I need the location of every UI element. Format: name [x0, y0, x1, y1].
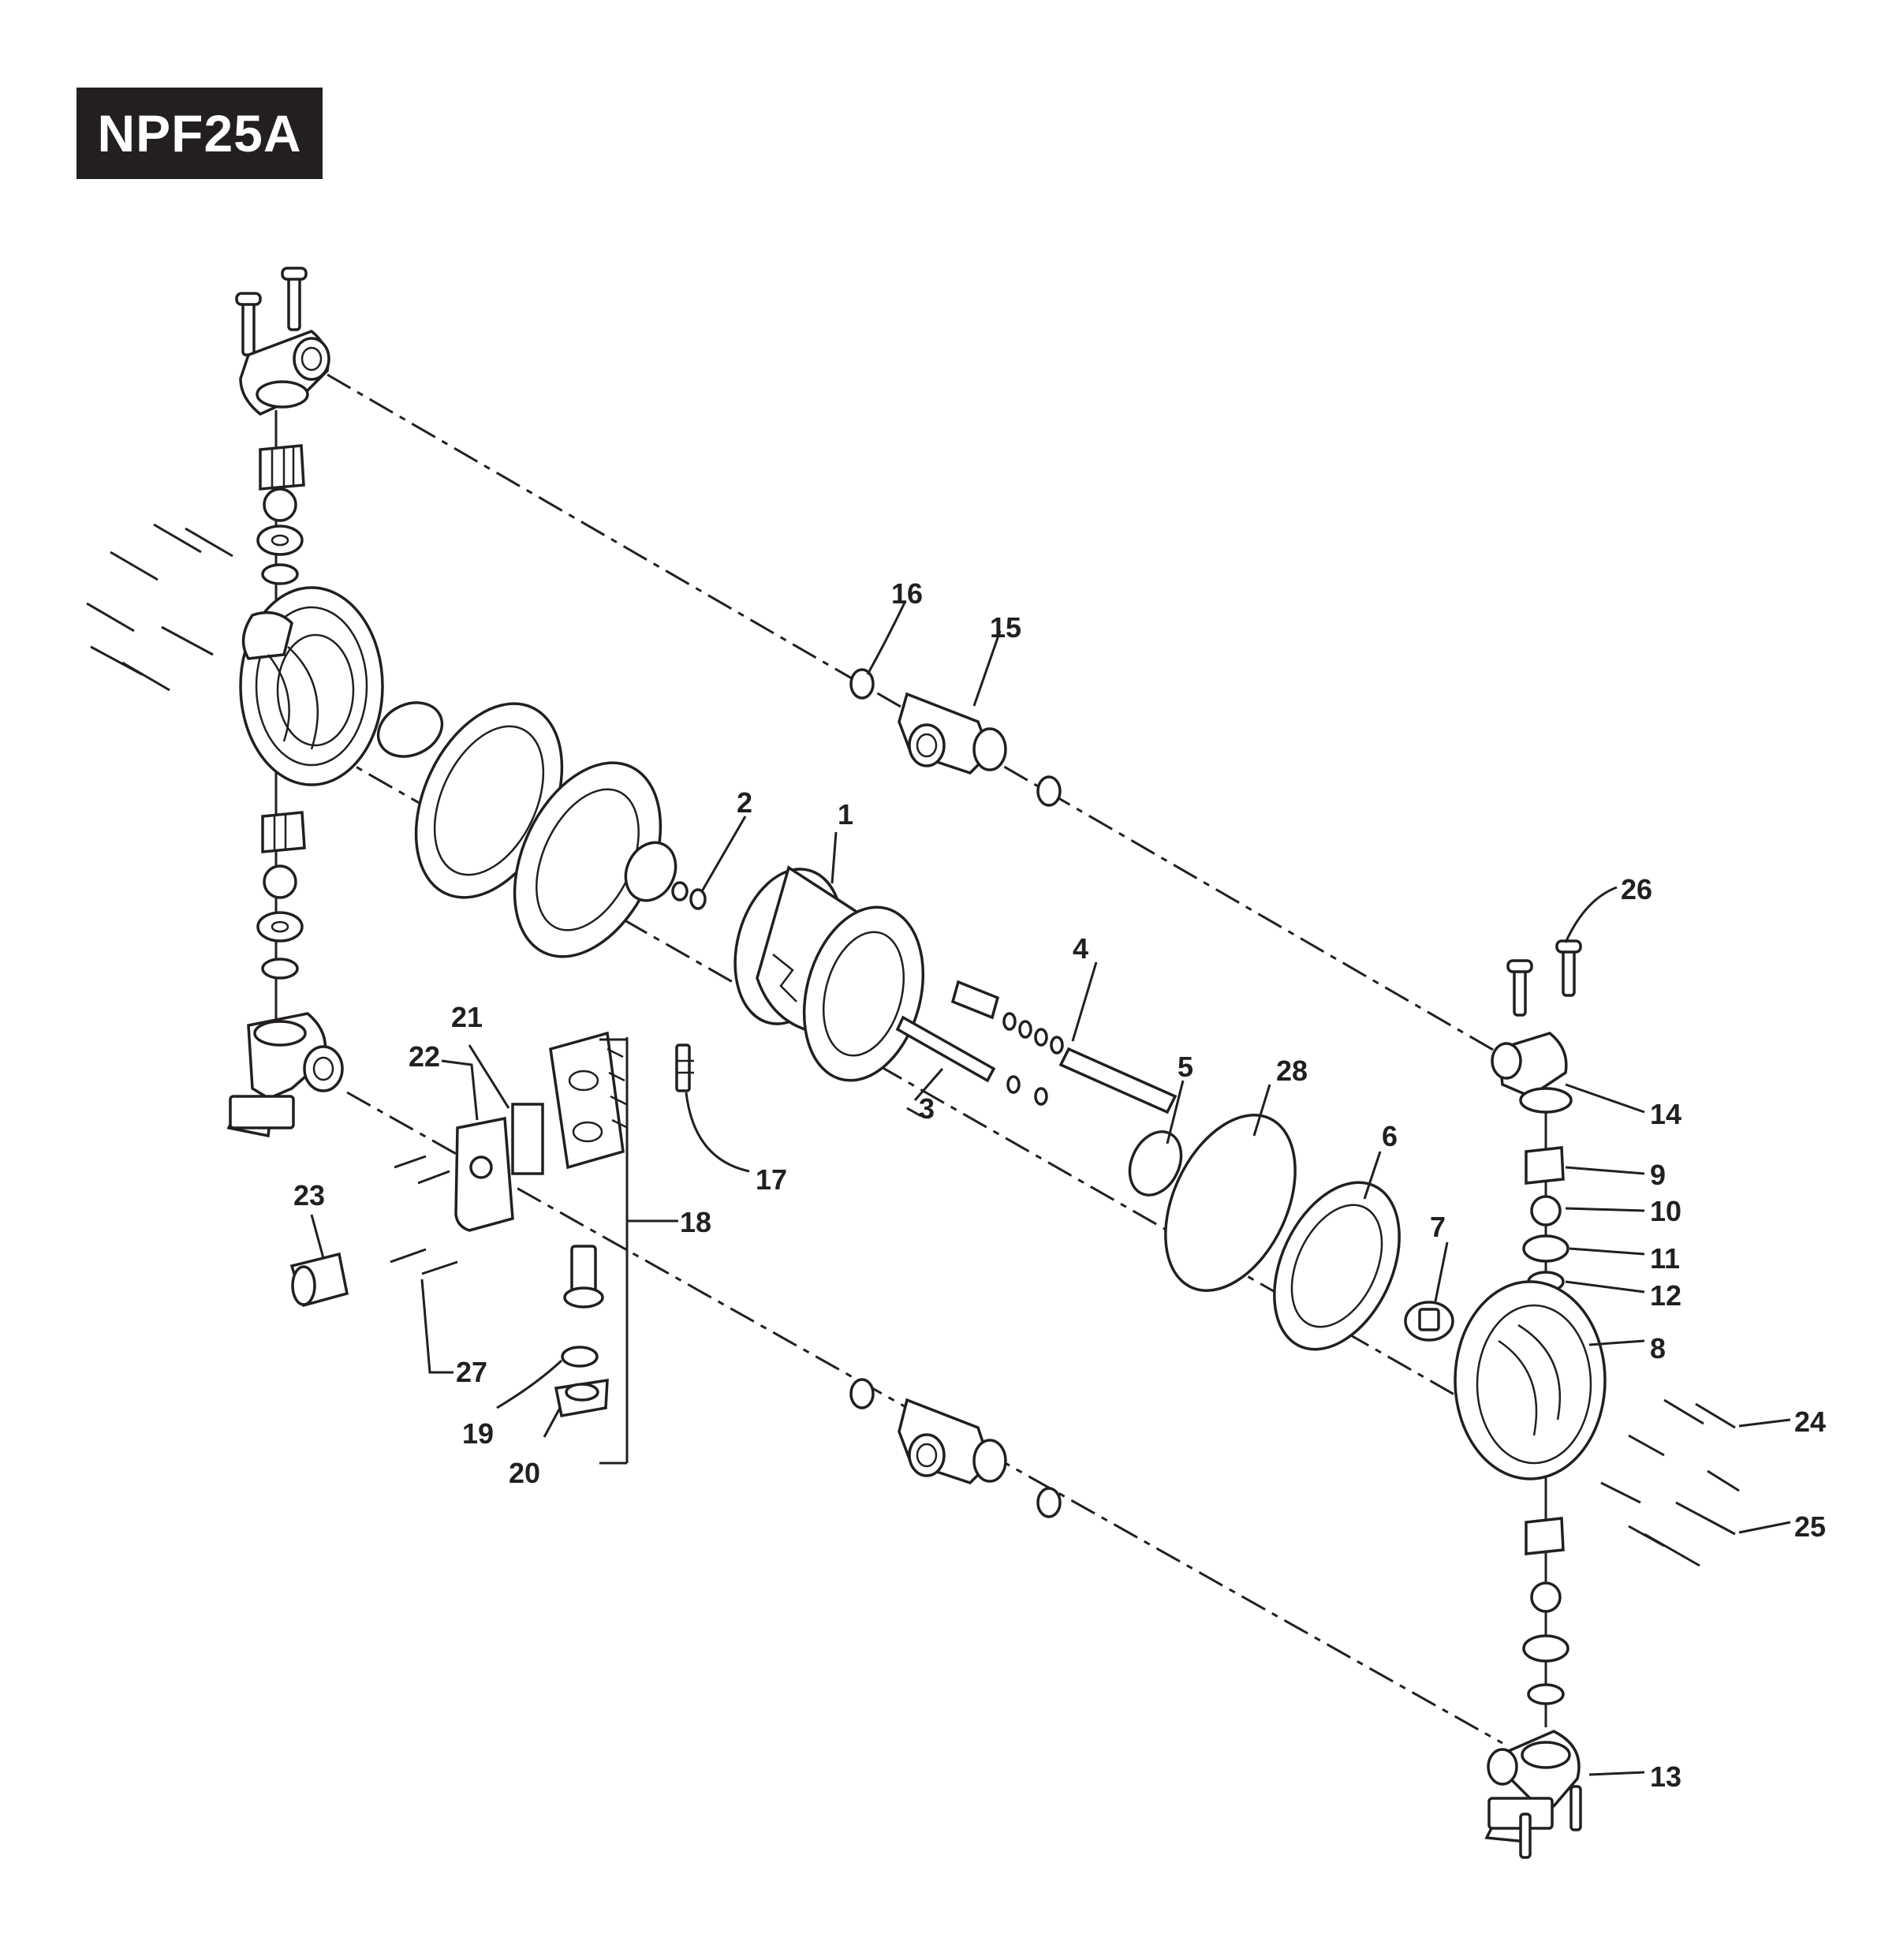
callout-18: 18 [680, 1206, 711, 1238]
callout-23: 23 [293, 1179, 325, 1211]
callout-11: 11 [1650, 1242, 1680, 1275]
callout-14: 14 [1650, 1098, 1681, 1130]
left-diaphragm-group [376, 701, 707, 958]
callout-9: 9 [1650, 1159, 1666, 1191]
callout-24: 24 [1794, 1406, 1826, 1438]
callout-20: 20 [509, 1457, 540, 1489]
callout-15: 15 [990, 611, 1021, 644]
bottom-manifold [849, 1378, 1062, 1518]
top-manifold [849, 668, 1062, 807]
air-valve-assembly [289, 1031, 694, 1418]
right-diaphragm-group [1128, 1114, 1454, 1351]
callout-10: 10 [1650, 1195, 1681, 1227]
right-housing-bolts [1600, 1398, 1740, 1567]
callout-3: 3 [919, 1092, 935, 1125]
model-title-box: NPF25A [77, 88, 323, 179]
model-title: NPF25A [97, 104, 302, 162]
callout-21: 21 [451, 1001, 483, 1033]
callout-5: 5 [1178, 1051, 1193, 1083]
callout-12: 12 [1650, 1279, 1681, 1312]
callout-6: 6 [1382, 1120, 1398, 1152]
callout-16: 16 [891, 577, 923, 610]
left-fluid-cap [239, 586, 384, 786]
right-valve-stack [1454, 939, 1740, 1859]
callout-13: 13 [1650, 1760, 1681, 1793]
leader-lines [310, 600, 1791, 1776]
left-housing-bolts [86, 523, 233, 692]
callout-28: 28 [1276, 1055, 1308, 1087]
callout-2: 2 [737, 786, 752, 819]
callout-4: 4 [1073, 932, 1088, 965]
left-valve-stack [86, 267, 384, 1138]
center-section [733, 865, 1178, 1114]
callout-25: 25 [1794, 1510, 1826, 1543]
part-callouts: 1 2 3 4 5 6 7 8 9 10 11 12 13 14 15 16 1… [293, 577, 1826, 1793]
callout-27: 27 [456, 1356, 487, 1388]
callout-17: 17 [756, 1163, 787, 1196]
callout-26: 26 [1621, 873, 1652, 905]
callout-8: 8 [1650, 1332, 1666, 1365]
callout-19: 19 [462, 1417, 494, 1450]
callout-7: 7 [1430, 1211, 1446, 1243]
callout-22: 22 [409, 1040, 440, 1073]
callout-1: 1 [838, 798, 853, 831]
